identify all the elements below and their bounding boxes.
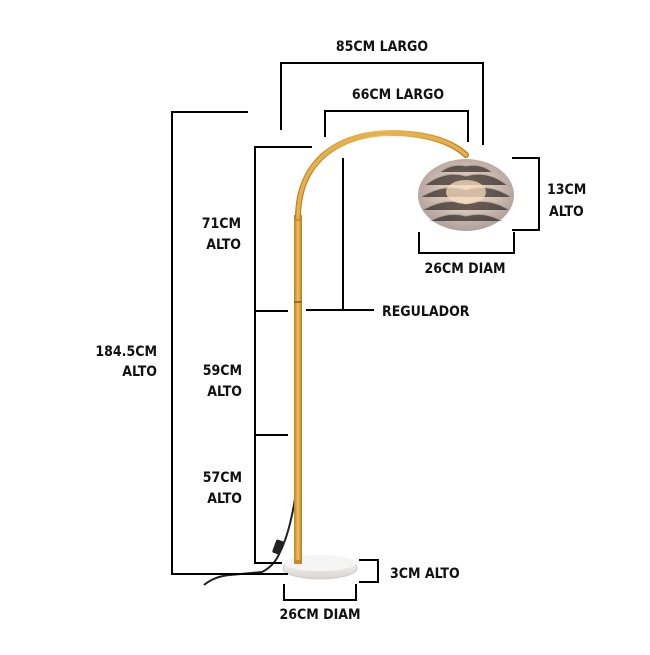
pole-foot [294,558,302,564]
segment-top-bracket [254,146,312,311]
label-shade-diameter: 26CM DIAM [424,261,505,277]
segment-low-bracket [254,435,282,564]
label-total-height-unit: ALTO [122,364,157,380]
label-segment-top-value: 71CM [202,216,241,232]
base-diameter-bracket [283,584,357,601]
base-height-bracket [359,559,379,583]
label-segment-mid-value: 59CM [203,363,242,379]
label-segment-low-unit: ALTO [207,491,242,507]
label-segment-low-value: 57CM [203,470,242,486]
label-base-height: 3CM ALTO [390,566,460,582]
label-regulator: REGULADOR [382,304,470,320]
label-total-height-value: 184.5CM [95,344,157,360]
shade-diameter-bracket [418,232,515,254]
width-outer-bracket [280,62,484,145]
label-segment-top-unit: ALTO [206,237,241,253]
label-shade-height-value: 13CM [547,182,586,198]
label-width-inner: 66CM LARGO [352,87,444,103]
dimension-labels: 85CM LARGO 66CM LARGO 13CM ALTO 26CM DIA… [95,39,586,623]
feather-shade [418,159,514,231]
shade-height-bracket [512,157,540,231]
dimension-lines [171,62,540,601]
lamp-pole [294,215,302,560]
regulator-pointer [342,158,374,311]
floor-lamp [203,129,514,586]
label-width-outer: 85CM LARGO [336,39,428,55]
label-shade-height-unit: ALTO [549,204,584,220]
label-base-diameter: 26CM DIAM [279,607,360,623]
cord-switch [272,539,284,555]
label-segment-mid-unit: ALTO [207,384,242,400]
total-height-bracket [171,111,288,575]
power-cord [203,491,297,586]
width-inner-bracket [324,110,469,142]
